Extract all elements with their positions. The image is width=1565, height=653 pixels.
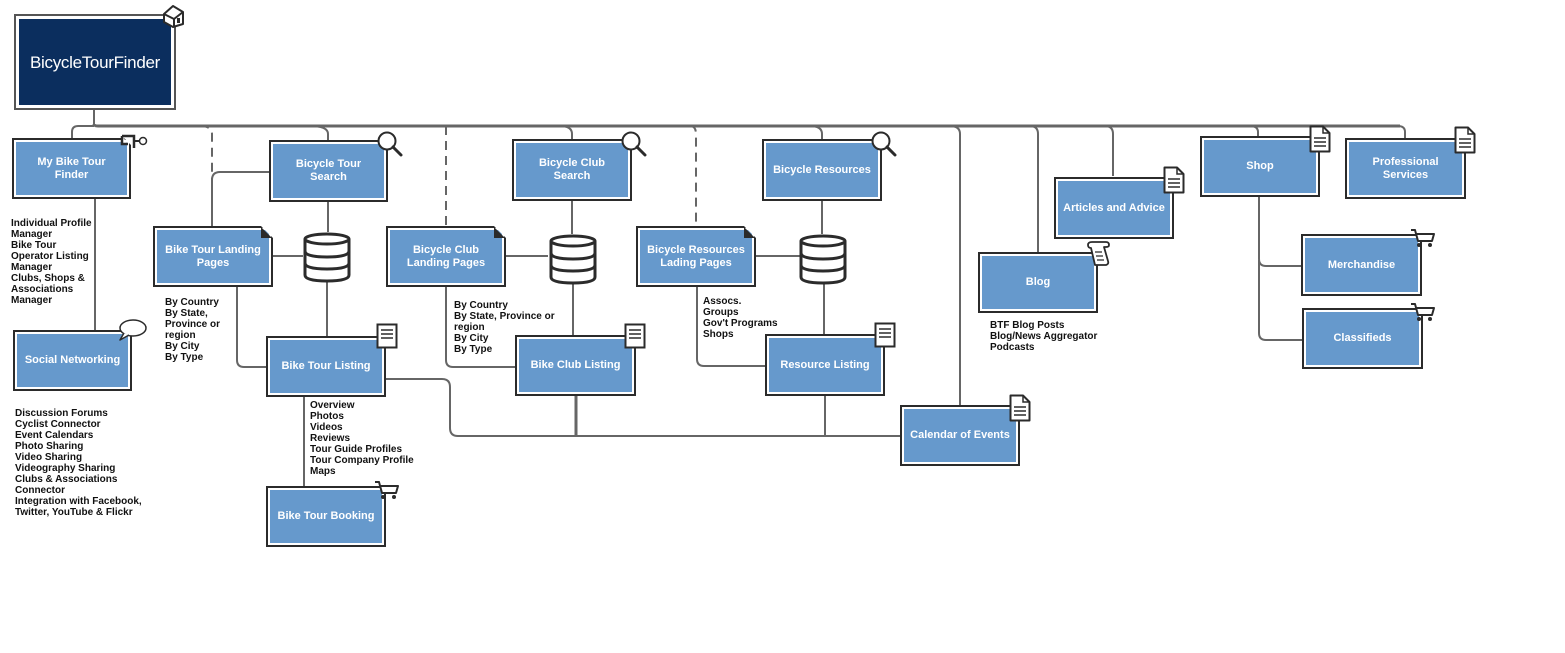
node-label: Bike Tour Landing Pages: [165, 243, 261, 269]
node-label: Blog: [1025, 276, 1051, 288]
connector-shop-to-merch: [1258, 196, 1302, 267]
root-label: BicycleTourFinder: [29, 52, 160, 72]
notes-bicycle-resources-landing: Assocs. Groups Gov't Programs Shops: [703, 296, 778, 340]
node-label: Bicycle Resources: [773, 163, 871, 176]
node-label: Bicycle Tour Search: [295, 158, 362, 183]
node-merchandise[interactable]: Merchandise: [1301, 234, 1422, 296]
node-shop[interactable]: Shop: [1200, 136, 1320, 197]
node-calendar-of-events[interactable]: Calendar of Events: [900, 405, 1020, 466]
node-label: Bicycle Club Landing Pages: [406, 243, 486, 269]
node-social-networking[interactable]: Social Networking: [13, 330, 132, 391]
node-bike-tour-landing-pages[interactable]: Bike Tour Landing Pages: [153, 226, 273, 287]
scroll-icon: [1087, 241, 1110, 266]
connector-to-landing-dashed-1: [199, 125, 213, 226]
database-icon: [303, 232, 351, 283]
notes-bike-tour-listing: Overview Photos Videos Reviews Tour Guid…: [310, 400, 414, 477]
connector-to-club-search: [559, 125, 573, 139]
connector-main-bus: [92, 123, 1400, 128]
node-label: Bike Tour Booking: [277, 510, 375, 522]
document-icon: [376, 323, 398, 349]
node-resource-listing[interactable]: Resource Listing: [765, 334, 885, 396]
connector-to-my-bike-tour-finder: [71, 125, 94, 138]
page-icon: [1454, 126, 1476, 154]
node-bicycle-resources[interactable]: Bicycle Resources: [762, 139, 882, 201]
node-articles-and-advice[interactable]: Articles and Advice: [1054, 177, 1174, 239]
node-label: Merchandise: [1327, 258, 1396, 271]
page-icon: [1163, 166, 1185, 194]
connector-listing-to-calendar: [386, 378, 900, 437]
node-label: My Bike Tour Finder: [37, 155, 106, 181]
document-icon: [624, 323, 646, 349]
node-blog[interactable]: Blog: [978, 252, 1098, 313]
connector-to-calendar: [949, 125, 961, 405]
cart-icon: [1411, 229, 1435, 247]
search-icon: [871, 131, 897, 157]
connector-to-resources: [809, 125, 823, 139]
node-bike-club-listing[interactable]: Bike Club Listing: [515, 335, 636, 396]
notes-bicycle-club-landing: By Country By State, Province or region …: [454, 300, 555, 355]
node-label: Classifieds: [1333, 332, 1392, 344]
database-icon: [799, 234, 847, 285]
cart-icon: [375, 481, 399, 499]
connector-to-professional: [1397, 125, 1406, 138]
node-bicycle-club-landing-pages[interactable]: Bicycle Club Landing Pages: [386, 226, 506, 287]
key-icon: [120, 134, 148, 148]
connector-to-blog: [1029, 125, 1039, 252]
node-label: Bike Tour Listing: [281, 360, 371, 372]
cart-icon: [1411, 303, 1435, 321]
page-icon: [1309, 125, 1331, 153]
node-label: Shop: [1246, 160, 1274, 172]
database-icon: [549, 234, 597, 285]
node-label: Calendar of Events: [910, 429, 1010, 441]
connector-to-shop: [1249, 125, 1259, 136]
search-icon: [377, 131, 403, 157]
connector-search-to-landing: [211, 171, 270, 226]
node-classifieds[interactable]: Classifieds: [1302, 308, 1423, 369]
speech-bubble-icon: [119, 319, 147, 341]
notes-social-networking: Discussion Forums Cyclist Connector Even…: [15, 408, 142, 518]
notes-blog: BTF Blog Posts Blog/News Aggregator Podc…: [990, 320, 1098, 353]
page-icon: [1009, 394, 1031, 422]
document-icon: [874, 322, 896, 348]
node-label: Articles and Advice: [1063, 201, 1165, 214]
node-label: Bicycle Resources Lading Pages: [647, 243, 745, 269]
connector-to-landing-dashed-3: [689, 125, 697, 226]
node-my-bike-tour-finder[interactable]: My Bike Tour Finder: [12, 138, 131, 199]
node-professional-services[interactable]: Professional Services: [1345, 138, 1466, 199]
node-bicycle-tour-search[interactable]: Bicycle Tour Search: [269, 140, 388, 202]
search-icon: [621, 131, 647, 157]
notes-my-bike-tour-finder: Individual Profile Manager Bike Tour Ope…: [11, 218, 92, 306]
node-label: Resource Listing: [780, 358, 870, 371]
node-bicycle-club-search[interactable]: Bicycle Club Search: [512, 139, 632, 201]
notes-bike-tour-landing: By Country By State, Province or region …: [165, 297, 221, 363]
root-node[interactable]: BicycleTourFinder: [14, 14, 176, 110]
connector-shop-to-classifieds: [1258, 260, 1303, 341]
node-label: Bicycle Club Search: [538, 157, 606, 182]
node-label: Professional Services: [1372, 155, 1439, 181]
node-label: Bike Club Listing: [530, 359, 621, 371]
node-label: Social Networking: [24, 354, 121, 366]
connector-to-articles: [1104, 125, 1114, 176]
node-bicycle-resources-landing-pages[interactable]: Bicycle Resources Lading Pages: [636, 226, 756, 287]
node-bike-tour-listing[interactable]: Bike Tour Listing: [266, 336, 386, 397]
connector-res-landing-to-listing: [696, 287, 766, 367]
node-bike-tour-booking[interactable]: Bike Tour Booking: [266, 486, 386, 547]
connector-club-landing-to-listing: [445, 287, 516, 368]
connector-landing-to-listing: [236, 286, 268, 368]
home-icon: [163, 5, 184, 28]
connector-to-tour-search: [309, 125, 329, 140]
